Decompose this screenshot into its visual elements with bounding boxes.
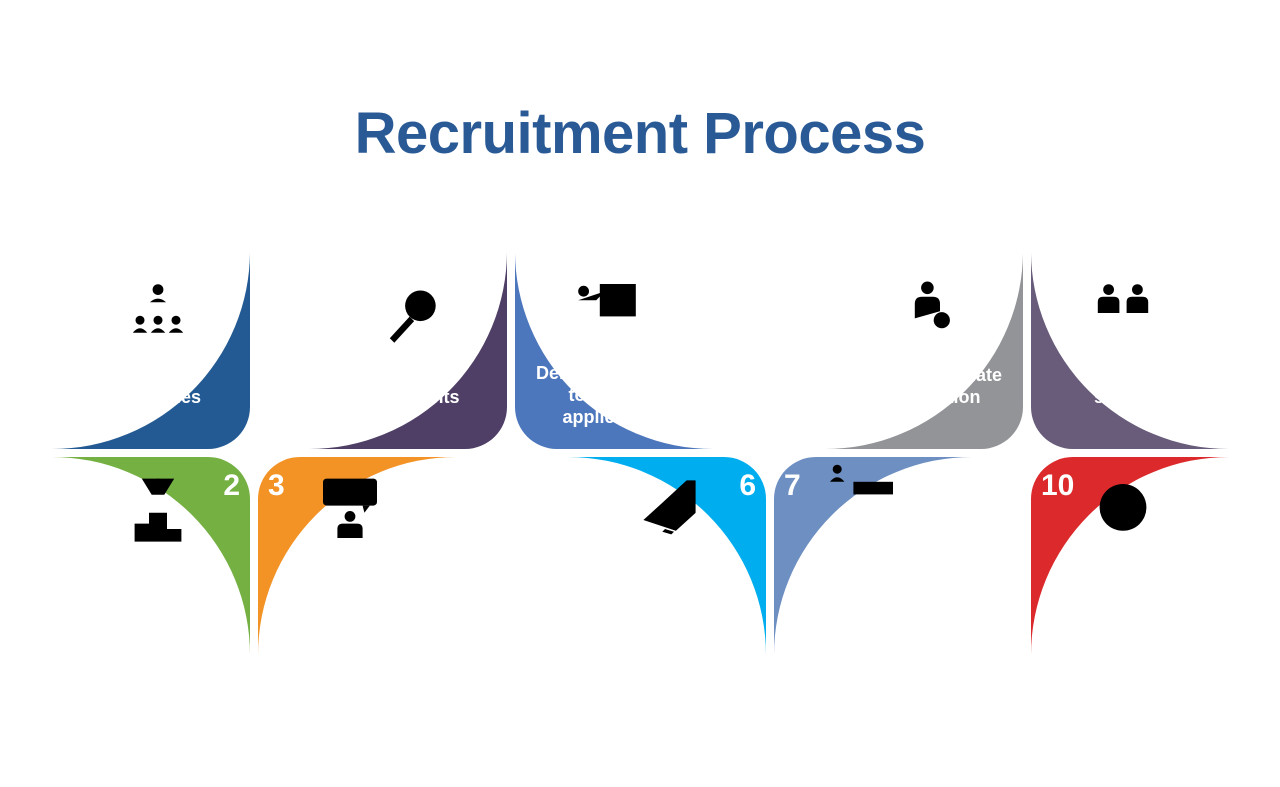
meeting-desk-icon — [1088, 284, 1158, 337]
step-7-label-line: qualifications — [808, 581, 924, 601]
step-9-segment — [1031, 251, 1229, 449]
step-8-label-line: for position — [882, 387, 981, 407]
step-8-label-line: Select candidate — [860, 365, 1002, 385]
step-10-label-line: Receive final — [1068, 559, 1178, 579]
step-4-number: 4 — [480, 257, 497, 290]
person-check-icon — [914, 281, 950, 344]
step-3-label-line: Develop — [315, 559, 385, 579]
step-10-label-line: approval — [1085, 581, 1160, 601]
page-title: Recruitment Process — [354, 101, 926, 166]
speech-bubble-person-icon — [323, 478, 377, 538]
step-9-number: 9 — [1041, 257, 1058, 290]
org-chart-icon — [132, 284, 184, 333]
checkmark-circle-icon — [1099, 484, 1147, 531]
step-7-label-line: applicants for — [807, 559, 925, 579]
step-4-segment — [309, 251, 507, 449]
step-7-label-line: Screen — [836, 537, 896, 557]
step-9-label-line: signed — [1094, 387, 1152, 407]
step-2-segment — [52, 457, 250, 655]
step-3-segment — [258, 457, 456, 655]
step-10-segment — [1031, 457, 1229, 655]
step-8-number: 8 — [996, 257, 1013, 290]
step-5-segment — [515, 251, 713, 449]
step-5-number: 5 — [525, 257, 542, 290]
step-2-label-line: Target ideal — [108, 559, 208, 579]
laptop-arrows-icon — [643, 480, 696, 535]
step-4-label-line: Locate — [386, 365, 444, 385]
step-4-label-line: applicants — [370, 387, 459, 407]
step-7-segment — [774, 457, 972, 655]
step-2-number: 2 — [223, 469, 240, 502]
step-1-segment — [52, 251, 250, 449]
step-1-label-line: Identify — [126, 365, 190, 385]
step-6-label-line: Receive — [640, 559, 708, 579]
step-2-label-line: candidates — [111, 581, 205, 601]
step-7-number: 7 — [784, 469, 801, 502]
step-10-number: 10 — [1041, 469, 1074, 502]
presentation-board-icon — [578, 284, 636, 342]
step-5-label-line: Deliver message — [536, 363, 678, 383]
step-6-segment — [568, 457, 766, 655]
step-8-segment — [825, 251, 1023, 449]
magnifier-person-icon — [389, 290, 436, 343]
step-6-label-line: applications — [621, 581, 726, 601]
step-6-number: 6 — [739, 469, 756, 502]
step-5-label-line: applicants — [562, 407, 651, 427]
step-1-number: 1 — [223, 257, 240, 290]
step-5-label-line: to attract — [568, 385, 645, 405]
step-9-label-line: Get offer — [1085, 365, 1160, 385]
step-3-number: 3 — [268, 469, 285, 502]
step-1-label-line: vacancies — [115, 387, 201, 407]
step-3-label-line: message — [311, 581, 388, 601]
